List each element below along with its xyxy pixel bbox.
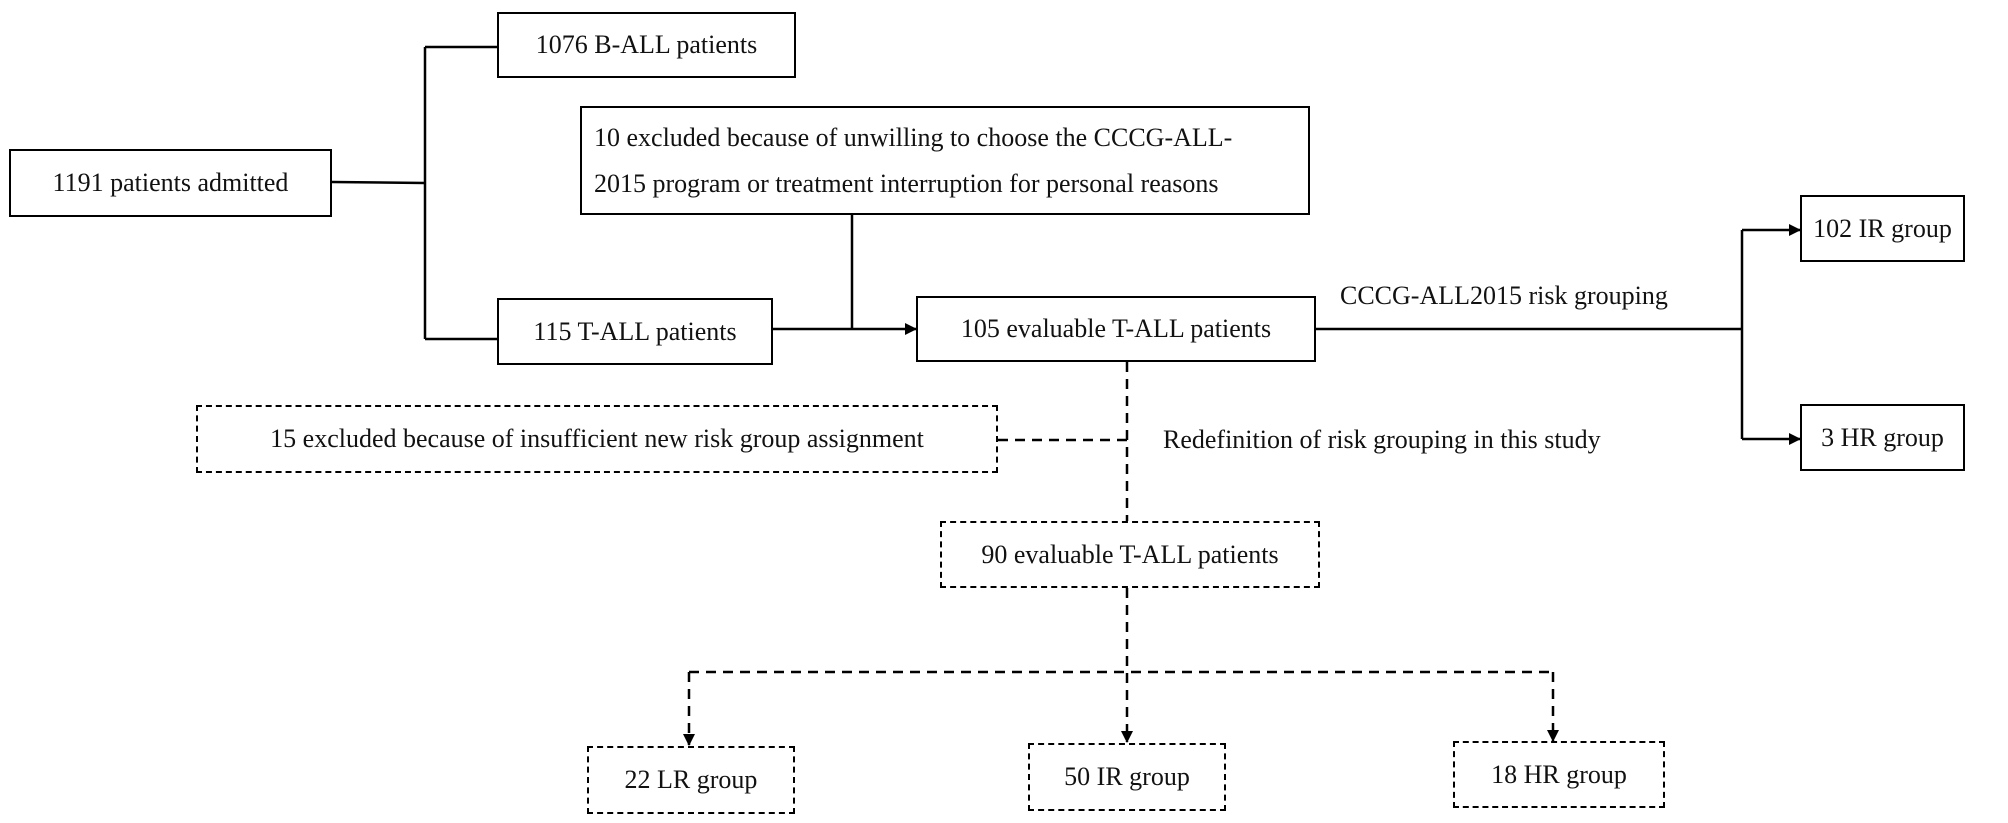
label-cccg-risk-grouping: CCCG-ALL2015 risk grouping — [1340, 281, 1668, 310]
box-ir-102: 102 IR group — [1800, 195, 1965, 262]
excluded-10-line-2: 2015 program or treatment interruption f… — [594, 168, 1219, 198]
box-ball-patients: 1076 B-ALL patients — [497, 12, 796, 78]
box-hr-18: 18 HR group — [1453, 741, 1665, 808]
excluded-10-line-1: 10 excluded because of unwilling to choo… — [594, 122, 1233, 152]
box-excluded-15: 15 excluded because of insufficient new … — [196, 405, 998, 473]
box-excluded-10: 10 excluded because of unwilling to choo… — [580, 106, 1310, 215]
box-lr-22: 22 LR group — [587, 746, 795, 814]
box-evaluable-90: 90 evaluable T-ALL patients — [940, 521, 1320, 588]
box-tall-patients: 115 T-ALL patients — [497, 298, 773, 365]
box-evaluable-105: 105 evaluable T-ALL patients — [916, 296, 1316, 362]
label-redefinition: Redefinition of risk grouping in this st… — [1163, 425, 1601, 454]
connector-admitted — [331, 180, 426, 185]
box-patients-admitted: 1191 patients admitted — [9, 149, 332, 217]
box-ir-50: 50 IR group — [1028, 743, 1226, 811]
box-hr-3: 3 HR group — [1800, 404, 1965, 471]
